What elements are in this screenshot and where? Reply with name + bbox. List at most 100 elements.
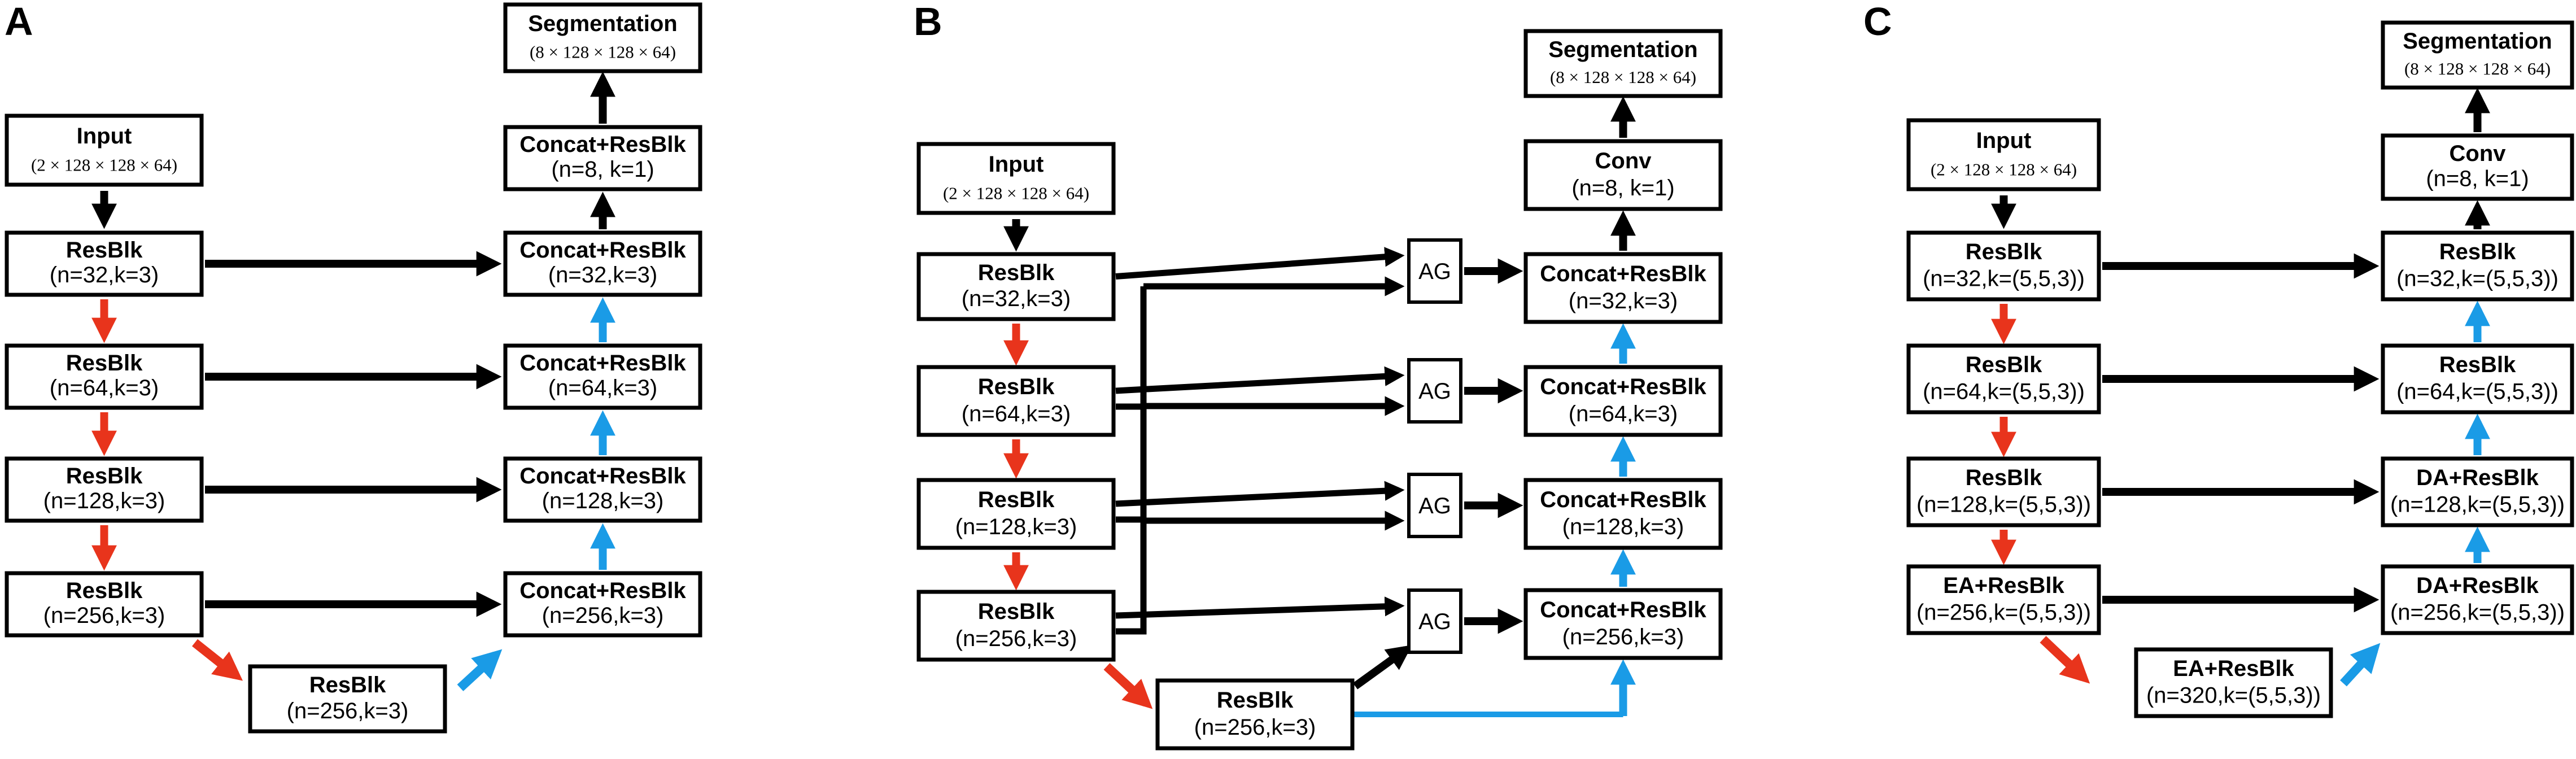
panel-a-input-block: Input(2 × 128 × 128 × 64) xyxy=(5,114,204,187)
attention-gate-frame xyxy=(1407,358,1462,424)
attention-gate-label: AG xyxy=(1418,379,1451,404)
block-frame xyxy=(1906,118,2101,191)
attention-skip-arrow xyxy=(1115,596,1405,619)
block-params: (n=32,k=3) xyxy=(50,263,159,287)
bottleneck-upsample-arrow xyxy=(457,649,503,691)
block-frame xyxy=(916,478,1116,550)
bottleneck-upsample-arrow xyxy=(2340,643,2381,687)
block-params: (n=64,k=3) xyxy=(962,402,1071,426)
block-title: Input xyxy=(989,152,1044,177)
attention-gate-block: AG xyxy=(1407,473,1462,538)
block-frame xyxy=(2134,647,2333,718)
block-params: (n=256,k=3) xyxy=(542,603,664,628)
block-title: EA+ResBlk xyxy=(1943,573,2064,598)
block-frame xyxy=(503,456,702,523)
block-params: (n=64,k=3) xyxy=(548,376,657,400)
block-params: (8 × 128 × 128 × 64) xyxy=(530,42,676,62)
block-frame xyxy=(2381,343,2574,415)
block-params: (n=256,k=3) xyxy=(43,603,165,628)
block-params: (n=32,k=3) xyxy=(962,286,1071,311)
panel-c-input-block: Input(2 × 128 × 128 × 64) xyxy=(1906,118,2101,191)
panel-a-enc3-block: ResBlk(n=128,k=3) xyxy=(5,456,204,523)
panel-a-enc4-block: ResBlk(n=256,k=3) xyxy=(5,571,204,638)
panel-b-seg-block: Segmentation(8 × 128 × 128 × 64) xyxy=(1523,29,1723,98)
block-params: (2 × 128 × 128 × 64) xyxy=(943,184,1089,203)
block-frame xyxy=(503,230,702,297)
block-title: Concat+ResBlk xyxy=(1540,487,1706,512)
block-params: (8 × 128 × 128 × 64) xyxy=(1550,67,1696,87)
block-frame xyxy=(1906,564,2101,635)
block-params: (2 × 128 × 128 × 64) xyxy=(1931,160,2077,180)
panel-b-enc3-block: ResBlk(n=128,k=3) xyxy=(916,478,1116,550)
block-params: (n=64,k=3) xyxy=(1569,402,1678,426)
block-title: ResBlk xyxy=(66,238,143,263)
attention-gate-label: AG xyxy=(1418,259,1451,284)
panel-b-bott-block: ResBlk(n=256,k=3) xyxy=(1155,678,1355,751)
panel-a-out1-block: Concat+ResBlk(n=8, k=1) xyxy=(503,125,702,191)
attention-skip-arrow xyxy=(1115,366,1405,394)
block-frame xyxy=(503,2,702,73)
attention-gate-block: AG xyxy=(1407,238,1462,304)
block-params: (n=128,k=(5,5,3)) xyxy=(1916,492,2091,517)
block-frame xyxy=(1523,139,1723,211)
block-params: (n=128,k=3) xyxy=(955,514,1077,539)
panel-a-enc1-block: ResBlk(n=32,k=3) xyxy=(5,230,204,297)
gating-signal-line xyxy=(1116,521,1147,635)
attention-gate-block: AG xyxy=(1407,588,1462,654)
block-frame xyxy=(5,571,204,638)
block-params: (n=256,k=(5,5,3)) xyxy=(2390,600,2565,625)
block-params: (n=64,k=3) xyxy=(50,376,159,400)
block-frame xyxy=(2381,20,2574,90)
block-params: (n=128,k=3) xyxy=(43,488,165,513)
block-params: (n=64,k=(5,5,3)) xyxy=(2396,379,2558,404)
block-params: (n=128,k=3) xyxy=(542,488,664,513)
block-title: Concat+ResBlk xyxy=(519,132,686,157)
panel-a-dec4-block: Concat+ResBlk(n=256,k=3) xyxy=(503,571,702,638)
block-title: Concat+ResBlk xyxy=(1540,261,1706,286)
block-title: ResBlk xyxy=(1217,688,1294,713)
block-params: (n=128,k=3) xyxy=(1562,514,1684,539)
block-params: (n=256,k=3) xyxy=(287,699,409,723)
panel-b-dec4-block: Concat+ResBlk(n=256,k=3) xyxy=(1523,588,1723,660)
panel-a-dec3-block: Concat+ResBlk(n=128,k=3) xyxy=(503,456,702,523)
block-frame xyxy=(916,590,1116,662)
block-frame xyxy=(1523,365,1723,437)
block-frame xyxy=(1906,230,2101,302)
panel-a-enc2-block: ResBlk(n=64,k=3) xyxy=(5,343,204,410)
block-title: DA+ResBlk xyxy=(2416,573,2539,598)
block-title: Concat+ResBlk xyxy=(519,351,686,376)
block-title: Concat+ResBlk xyxy=(1540,374,1706,399)
block-params: (8 × 128 × 128 × 64) xyxy=(2404,59,2551,78)
attention-skip-arrow xyxy=(1115,247,1405,280)
block-title: ResBlk xyxy=(309,673,386,697)
blocks-layer: Segmentation(8 × 128 × 128 × 64)Input(2 … xyxy=(5,2,2574,751)
block-params: (n=8, k=1) xyxy=(551,157,654,182)
block-title: Conv xyxy=(1595,149,1652,173)
block-title: Conv xyxy=(2450,141,2507,166)
panel-c-enc4-block: EA+ResBlk(n=256,k=(5,5,3)) xyxy=(1906,564,2101,635)
block-frame xyxy=(2381,133,2574,201)
panel-a-dec2-block: Concat+ResBlk(n=64,k=3) xyxy=(503,343,702,410)
block-frame xyxy=(1523,252,1723,324)
panel-c-seg-block: Segmentation(8 × 128 × 128 × 64) xyxy=(2381,20,2574,90)
block-title: ResBlk xyxy=(978,487,1055,512)
block-title: ResBlk xyxy=(978,260,1055,285)
attention-gate-label: AG xyxy=(1418,609,1451,634)
block-params: (n=32,k=3) xyxy=(548,263,657,287)
block-title: ResBlk xyxy=(66,578,143,603)
block-params: (n=32,k=(5,5,3)) xyxy=(2396,266,2558,291)
block-title: Segmentation xyxy=(528,11,677,36)
attention-gate-label: AG xyxy=(1418,494,1451,518)
attention-gate-frame xyxy=(1407,473,1462,538)
block-frame xyxy=(5,343,204,410)
block-frame xyxy=(248,664,447,734)
panel-c-dec3-block: DA+ResBlk(n=128,k=(5,5,3)) xyxy=(2381,456,2574,527)
block-title: Concat+ResBlk xyxy=(519,238,686,263)
block-title: ResBlk xyxy=(1966,465,2042,490)
block-frame xyxy=(2381,564,2574,635)
block-frame xyxy=(1523,29,1723,98)
block-params: (2 × 128 × 128 × 64) xyxy=(31,155,177,175)
downsample-to-bottleneck-arrow xyxy=(1103,663,1153,709)
panel-b-enc1-block: ResBlk(n=32,k=3) xyxy=(916,252,1116,321)
bottleneck-gating-arrow xyxy=(1352,645,1412,690)
